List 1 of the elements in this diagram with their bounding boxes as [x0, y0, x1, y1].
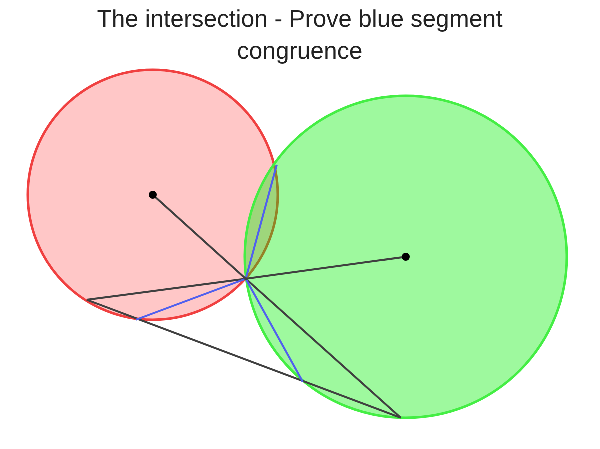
- title: The intersection - Prove blue segment congruence: [96, 5, 504, 67]
